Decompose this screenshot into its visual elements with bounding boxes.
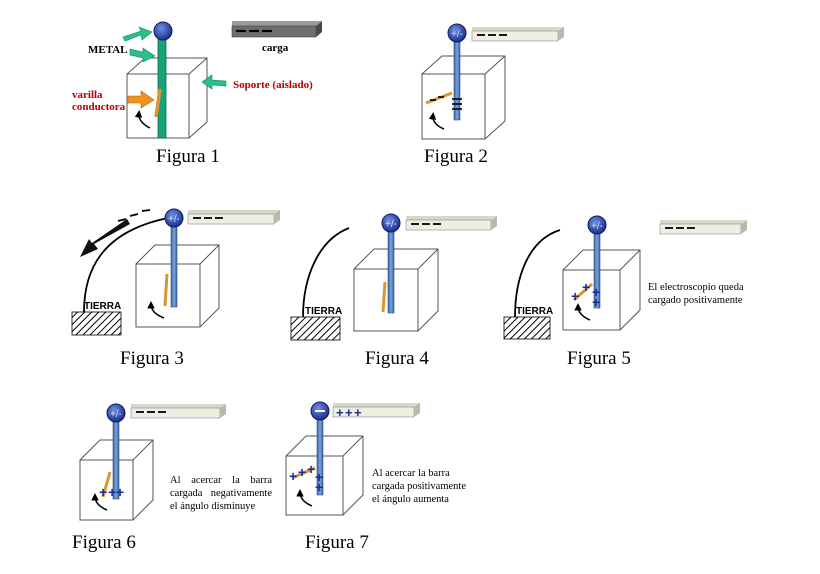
fig4-ground (290, 316, 341, 341)
svg-text:+: + (571, 288, 579, 304)
fig7-note: Al acercar la barra cargada positivament… (372, 468, 466, 505)
fig7-rotation-arrow (296, 489, 313, 507)
caption-figura-1: Figura 1 (156, 146, 220, 167)
svg-text:+: + (345, 405, 353, 420)
svg-text:+: + (289, 468, 297, 484)
label-varilla: varilla (72, 89, 103, 101)
figure-2: +/- (421, 23, 564, 140)
svg-text:+: + (336, 405, 344, 420)
fig3-charge-bar (187, 210, 280, 225)
label-conductora: conductora (72, 101, 126, 113)
fig5-ground-wire (514, 229, 561, 318)
fig3-ground (71, 311, 122, 336)
fig2-rotation-arrow (428, 112, 445, 130)
fig4-ball-charge: +/- (385, 219, 397, 230)
fig1-metal-ball (153, 21, 173, 41)
fig1-metal-arrow (122, 26, 153, 42)
caption-figura-4: Figura 4 (365, 348, 429, 369)
figure-5: +/- ++ ++ (503, 215, 747, 340)
label-soporte: Soporte (aislado) (233, 79, 313, 91)
fig1-conductive-rod (154, 88, 162, 118)
svg-text:+: + (592, 294, 600, 310)
fig3-ball (164, 208, 184, 228)
fig2-ball (447, 23, 467, 43)
fig2-negative-charges (430, 96, 462, 110)
fig3-ball-charge: +/- (168, 214, 180, 225)
fig7-box (285, 435, 364, 516)
caption-figura-2: Figura 2 (424, 146, 488, 167)
figure-4: +/- (290, 213, 497, 341)
fig1-support-arrow-left (129, 47, 156, 63)
fig5-charge-bar (659, 220, 747, 235)
fig6-ball (106, 403, 126, 423)
caption-figura-3: Figura 3 (120, 348, 184, 369)
fig4-ball (381, 213, 401, 233)
fig4-rod (381, 281, 387, 313)
fig2-stem (453, 39, 461, 121)
fig4-charge-bar (405, 216, 497, 231)
label-carga: carga (262, 42, 289, 54)
caption-figura-7: Figura 7 (305, 532, 369, 553)
svg-text:+: + (298, 464, 306, 480)
fig2-rod (425, 91, 453, 105)
caption-figura-5: Figura 5 (567, 348, 631, 369)
figure-6: +/- +++ (79, 403, 226, 521)
fig4-ground-wire (302, 227, 350, 318)
fig4-label-tierra: TIERRA (305, 306, 343, 317)
figure-1 (122, 21, 322, 139)
fig7-positive-charges: +++ ++ (289, 461, 323, 495)
fig5-ball (587, 215, 607, 235)
fig6-rod (101, 471, 112, 498)
fig3-rotation-arrow (147, 301, 165, 319)
fig5-positive-charges: ++ ++ (571, 279, 600, 310)
svg-text:+: + (307, 461, 315, 477)
fig7-charge-bar: +++ (332, 403, 420, 420)
fig6-ball-charge: +/- (110, 409, 122, 420)
fig3-rod (163, 273, 169, 307)
fig3-discharge-arrow (80, 219, 130, 257)
fig3-stem (170, 224, 178, 308)
caption-figura-6: Figura 6 (72, 532, 136, 553)
fig3-ground-wire (83, 217, 169, 313)
svg-text:+: + (315, 469, 323, 485)
fig5-ball-charge: +/- (591, 221, 603, 232)
fig4-box (353, 248, 439, 332)
fig2-box (421, 55, 506, 140)
fig2-charge-bar (471, 27, 564, 42)
fig1-rotation-arrow (134, 110, 151, 129)
svg-text:+: + (582, 279, 590, 295)
fig5-note: El electroscopio queda cargado positivam… (648, 282, 744, 306)
fig3-leaving-charges (117, 209, 151, 222)
svg-text:+: + (99, 484, 107, 500)
fig6-charge-bar (130, 404, 226, 419)
svg-text:+: + (354, 405, 362, 420)
fig1-charge-bar (231, 21, 322, 38)
fig6-positive-charges: +++ (99, 484, 124, 500)
fig3-label-tierra: TIERRA (84, 301, 122, 312)
figure-3: +/- (71, 208, 280, 336)
svg-text:+: + (108, 484, 116, 500)
fig6-rotation-arrow (91, 493, 108, 511)
fig1-rod-arrow (127, 90, 155, 109)
svg-text:+: + (116, 484, 124, 500)
fig5-label-tierra: TIERRA (516, 306, 554, 317)
fig5-rotation-arrow (574, 303, 591, 321)
fig1-support (157, 37, 167, 139)
figure-7: +++ ++ +++ (285, 401, 420, 516)
svg-text:+: + (315, 479, 323, 495)
fig6-note: Al acercar la barra cargada negativament… (170, 475, 272, 512)
fig5-rod (573, 282, 593, 302)
fig1-support-arrow-right (201, 74, 227, 90)
fig2-ball-charge: +/- (451, 29, 463, 40)
fig5-ground (503, 316, 551, 340)
fig4-stem (387, 229, 395, 314)
fig7-rod (291, 466, 316, 480)
label-metal: METAL (88, 44, 128, 56)
svg-text:+: + (592, 284, 600, 300)
fig5-box (562, 249, 641, 331)
fig3-box (135, 244, 220, 328)
